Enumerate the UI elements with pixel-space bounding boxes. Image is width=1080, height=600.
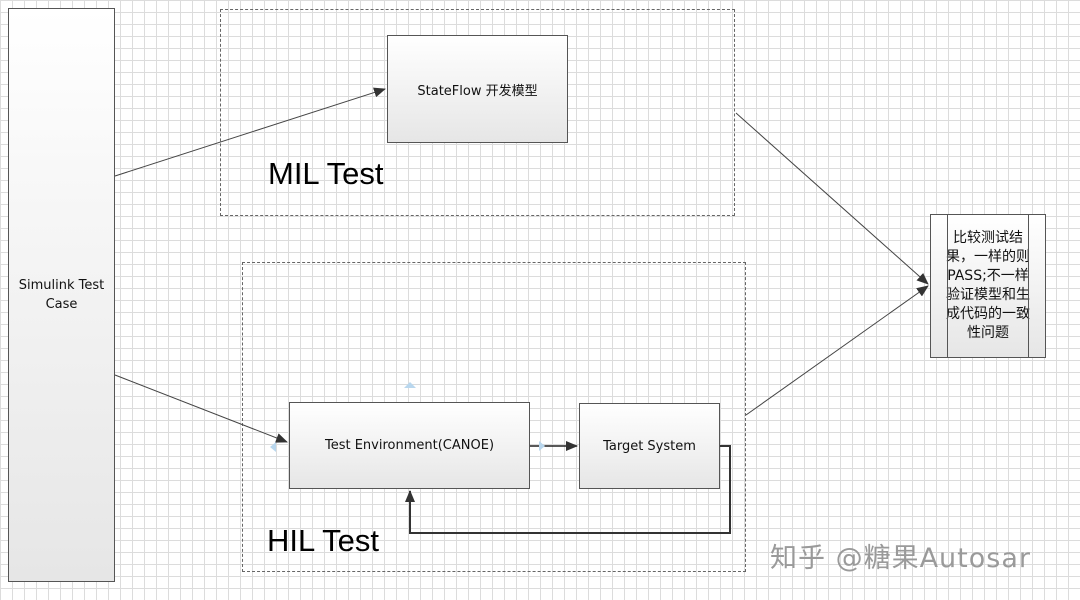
test-environment-node: Test Environment(CANOE) <box>289 402 530 489</box>
target-system-label: Target System <box>603 438 696 454</box>
stateflow-model-node: StateFlow 开发模型 <box>387 35 568 143</box>
hil-test-label: HIL Test <box>267 523 379 558</box>
compare-result-label: 比较测试结果，一样的则PASS;不一样验证模型和生成代码的一致性问题 <box>946 230 1030 341</box>
simulink-test-case-label: Simulink Test Case <box>18 278 105 312</box>
target-system-node: Target System <box>579 403 720 489</box>
arrow-target-feedback <box>405 445 731 534</box>
faint-arrow-left <box>270 442 276 452</box>
compare-result-node: 比较测试结果，一样的则PASS;不一样验证模型和生成代码的一致性问题 <box>930 214 1046 358</box>
mil-test-label: MIL Test <box>268 156 384 191</box>
stateflow-model-label: StateFlow 开发模型 <box>417 83 538 99</box>
faint-arrow-right <box>539 441 545 451</box>
watermark: 知乎 @糖果Autosar <box>770 543 1031 574</box>
hil-test-region <box>242 262 746 572</box>
arrow-testcase-to-stateflow <box>114 87 386 177</box>
mil-test-region <box>220 9 735 216</box>
simulink-test-case-node: Simulink Test Case <box>8 8 115 582</box>
test-environment-label: Test Environment(CANOE) <box>324 438 495 453</box>
arrow-hil-to-result <box>745 285 929 416</box>
arrow-mil-to-result <box>735 112 929 285</box>
arrow-testcase-to-test-env <box>114 374 288 443</box>
faint-arrow-top <box>404 382 416 388</box>
